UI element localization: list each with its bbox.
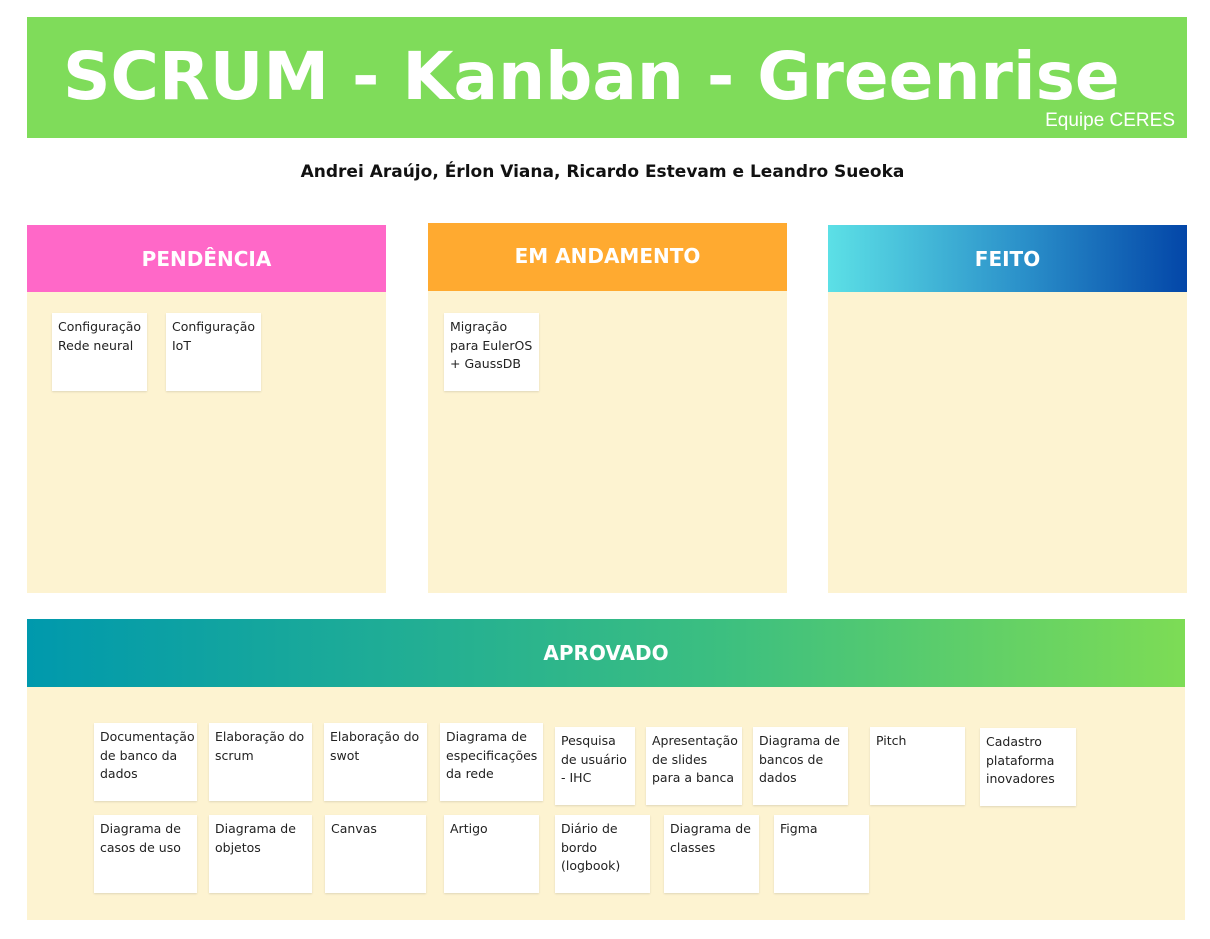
sticky-note[interactable]: Diagrama de objetos [209,815,312,893]
authors-line: Andrei Araújo, Érlon Viana, Ricardo Este… [300,162,905,182]
sticky-note[interactable]: Cadastro plataforma inovadores [980,728,1076,806]
sticky-note[interactable]: Pesquisa de usuário - IHC [555,727,635,805]
sticky-note[interactable]: Diagrama de especificações da rede [440,723,543,801]
title-banner: SCRUM - Kanban - Greenrise Equipe CERES [27,17,1187,138]
sticky-note[interactable]: Pitch [870,727,965,805]
sticky-note[interactable]: Artigo [444,815,539,893]
sticky-note[interactable]: Diário de bordo (logbook) [555,815,650,893]
column-feito: FEITO [828,225,1187,593]
column-header-aprovado: APROVADO [27,619,1185,687]
column-header-feito: FEITO [828,225,1187,292]
team-name: Equipe CERES [1045,110,1175,131]
sticky-note[interactable]: Figma [774,815,869,893]
sticky-note[interactable]: Elaboração do swot [324,723,427,801]
column-header-pendencia: PENDÊNCIA [27,225,386,292]
sticky-note[interactable]: Configuração IoT [166,313,261,391]
sticky-note[interactable]: Canvas [325,815,426,893]
column-em-andamento: EM ANDAMENTO Migração para EulerOS + Gau… [428,223,787,593]
sticky-note[interactable]: Diagrama de casos de uso [94,815,197,893]
board-title: SCRUM - Kanban - Greenrise [63,38,1120,115]
sticky-note[interactable]: Configuração Rede neural [52,313,147,391]
column-header-em-andamento: EM ANDAMENTO [428,223,787,291]
sticky-note[interactable]: Documentação de banco da dados [94,723,197,801]
sticky-note[interactable]: Migração para EulerOS + GaussDB [444,313,539,391]
column-pendencia: PENDÊNCIA Configuração Rede neural Confi… [27,225,386,593]
sticky-note[interactable]: Diagrama de classes [664,815,759,893]
sticky-note[interactable]: Elaboração do scrum [209,723,312,801]
column-aprovado: APROVADO Documentação de banco da dados … [27,619,1185,920]
sticky-note[interactable]: Diagrama de bancos de dados [753,727,848,805]
sticky-note[interactable]: Apresentação de slides para a banca [646,727,742,805]
